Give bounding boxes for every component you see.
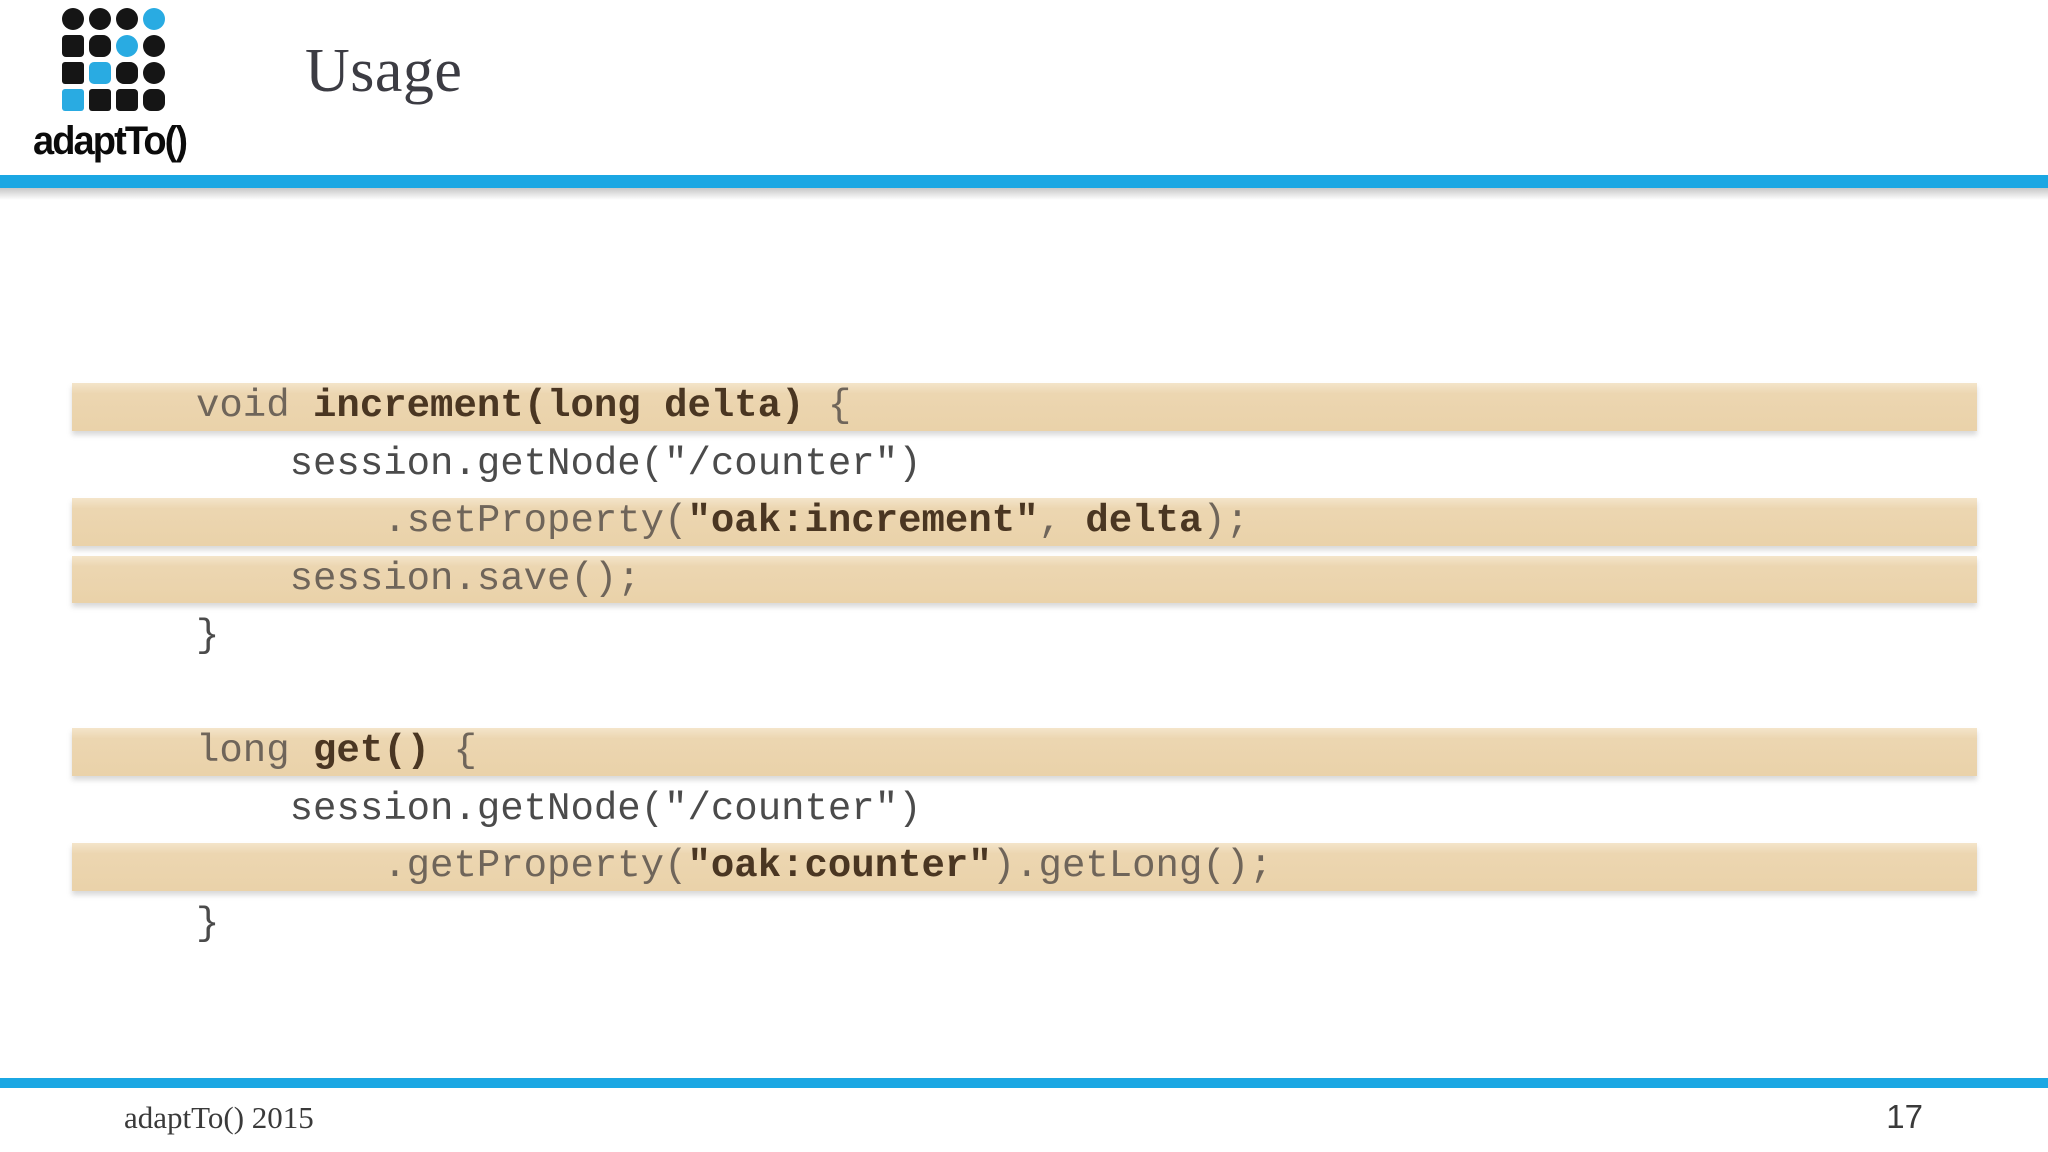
code-line: } — [72, 896, 1977, 954]
code-text: } — [196, 901, 220, 946]
code-text-bold: get() — [313, 729, 431, 773]
code-text: } — [196, 614, 220, 658]
code-line: void increment(long delta) { — [72, 378, 1977, 436]
logo-grid-dot — [89, 8, 111, 30]
code-line: session.save(); — [72, 551, 1977, 609]
logo-grid-dot — [116, 35, 138, 57]
code-text: ); — [1202, 499, 1250, 543]
code-text: { — [804, 384, 852, 428]
footer-conference-label: adaptTo() 2015 — [124, 1100, 314, 1135]
adaptto-logo-text: adaptTo() — [33, 119, 188, 163]
code-text-bold: "oak:counter" — [687, 844, 992, 888]
code-highlight-bar — [72, 555, 1977, 603]
code-highlight-bar — [72, 843, 1977, 891]
logo-grid-dot — [116, 89, 138, 111]
code-text: session.save(); — [196, 556, 641, 601]
code-line: .setProperty("oak:increment", delta); — [72, 493, 1977, 551]
code-line: session.getNode("/counter") — [72, 781, 1977, 839]
footer-rule — [0, 1078, 2048, 1088]
logo-grid-dot — [62, 8, 84, 30]
logo-grid-dot — [143, 35, 165, 57]
code-line: } — [72, 608, 1977, 666]
code-text: long — [196, 729, 314, 773]
page-title: Usage — [305, 37, 463, 105]
header-rule — [0, 175, 2048, 188]
code-line: session.getNode("/counter") — [72, 436, 1977, 494]
logo-grid-dot — [89, 89, 111, 111]
code-text: , — [1038, 499, 1086, 543]
code-text-bold: increment(long delta) — [313, 384, 805, 428]
logo-grid-dot — [143, 89, 165, 111]
page-number: 17 — [1886, 1098, 1923, 1135]
logo-grid-dot — [143, 62, 165, 84]
code-text: session.getNode("/counter") — [196, 441, 922, 486]
code-line: long get() { — [72, 723, 1977, 781]
adaptto-logo-icon — [62, 8, 165, 111]
code-text: void — [196, 384, 314, 428]
logo-grid-dot — [116, 62, 138, 84]
code-line: .getProperty("oak:counter").getLong(); — [72, 838, 1977, 896]
code-highlight-bar — [72, 728, 1977, 776]
code-highlight-bar — [72, 498, 1977, 546]
logo-grid-dot — [62, 35, 84, 57]
code-text: .setProperty( — [196, 499, 688, 543]
code-text-bold: delta — [1085, 499, 1203, 543]
adaptto-logo: adaptTo() — [33, 8, 209, 164]
logo-grid-dot — [62, 89, 84, 111]
code-text-bold: "oak:increment" — [687, 499, 1039, 543]
logo-grid-dot — [89, 62, 111, 84]
code-text: session.getNode("/counter") — [196, 786, 922, 831]
code-block: void increment(long delta) { session.get… — [72, 378, 1977, 953]
logo-grid-dot — [143, 8, 165, 30]
code-text: ).getLong(); — [991, 844, 1273, 888]
code-text: { — [430, 729, 477, 773]
logo-grid-dot — [116, 8, 138, 30]
code-highlight-bar — [72, 383, 1977, 431]
logo-grid-dot — [62, 62, 84, 84]
logo-grid-dot — [89, 35, 111, 57]
header-rule-shadow — [0, 188, 2048, 200]
code-line — [72, 666, 1977, 724]
code-text: .getProperty( — [196, 844, 688, 888]
